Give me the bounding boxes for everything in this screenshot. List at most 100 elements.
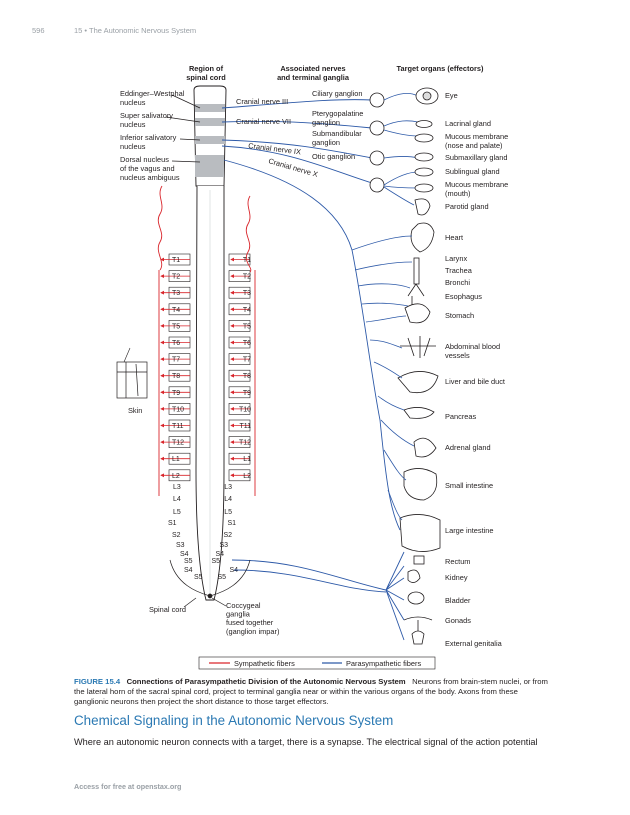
coccygeal-ganglia	[169, 559, 251, 608]
sympathetic-chains	[157, 185, 256, 496]
segment-label: T10	[239, 406, 251, 413]
header-region: Region of	[189, 64, 224, 73]
organ-label: Bladder	[445, 596, 471, 605]
spinal-cord	[195, 185, 225, 601]
ciliary-ganglion-icon	[369, 92, 385, 108]
trachea-icon	[413, 257, 420, 285]
segment-label: T1	[172, 257, 180, 264]
caption-number: FIGURE 15.4	[74, 677, 121, 686]
organ-label: Larynx	[445, 254, 467, 263]
segment-label: T2	[172, 274, 180, 281]
nucleus-band-4	[195, 155, 224, 177]
header-nerves-2: and terminal ganglia	[277, 73, 350, 82]
kidney-icon	[407, 569, 421, 583]
eye-icon	[415, 87, 439, 105]
organ-label: Rectum	[445, 557, 470, 566]
segment-label: S1	[227, 520, 236, 527]
figure-caption: FIGURE 15.4 Connections of Parasympathet…	[74, 677, 554, 708]
small-intestine-icon	[403, 468, 438, 501]
segment-label: T6	[243, 340, 251, 347]
segment-label: T5	[172, 323, 180, 330]
heart-icon	[410, 222, 435, 253]
segment-label: L5	[224, 509, 232, 516]
organ-label: External genitalia	[445, 639, 503, 648]
segment-label: T10	[172, 406, 184, 413]
cranial-nerve-label: Cranial nerve IX	[248, 141, 302, 156]
segment-label: L5	[173, 509, 181, 516]
lacrimal-gland-icon	[415, 120, 433, 128]
organ-label: Adrenal gland	[445, 443, 491, 452]
footer-link[interactable]: Access for free at openstax.org	[74, 782, 182, 791]
organ-label: Esophagus	[445, 292, 482, 301]
target-organ-labels: Eye Lacrinal gland Mucous membrane(nose …	[445, 91, 508, 648]
organ-label: Trachea	[445, 266, 473, 275]
organ-label: Eye	[445, 91, 458, 100]
segment-label: T7	[243, 357, 251, 364]
nose-membrane-icon	[414, 133, 434, 143]
brain-stem	[193, 85, 227, 187]
organ-label: Gonads	[445, 616, 471, 625]
segment-label: T9	[243, 390, 251, 397]
legend: Sympathetic fibers Parasympathetic fiber…	[198, 656, 436, 670]
genitalia-icon	[411, 630, 425, 645]
legend-sympathetic-label: Sympathetic fibers	[234, 659, 295, 668]
segment-label: T4	[172, 307, 180, 314]
segment-label: S5	[194, 574, 203, 581]
submandibular-ganglion-icon	[369, 150, 385, 166]
segment-label: T11	[239, 423, 251, 430]
nucleus-band-2	[195, 118, 225, 126]
segment-label: S5	[211, 558, 220, 565]
chapter-header: 15 • The Autonomic Nervous System	[74, 26, 197, 35]
otic-ganglion-icon	[369, 177, 385, 193]
caption-title: Connections of Parasympathetic Division …	[126, 677, 406, 686]
segment-label: S3	[176, 542, 185, 549]
segment-label: L3	[224, 484, 232, 491]
organ-label: Small intestine	[445, 481, 493, 490]
organ-label: Pancreas	[445, 412, 477, 421]
mouth-membrane-icon	[414, 183, 434, 193]
liver-icon	[397, 371, 439, 394]
segment-label: S1	[168, 520, 177, 527]
segment-label: T4	[243, 307, 251, 314]
cranial-nerve-label: Cranial nerve VII	[236, 117, 291, 126]
organ-label: Lacrinal gland	[445, 119, 491, 128]
segment-label: T5	[243, 323, 251, 330]
caption-text: Neurons from brain-stem nuclei, or from …	[74, 677, 548, 707]
header-targets: Target organs (effectors)	[397, 64, 484, 73]
segment-label: L3	[173, 484, 181, 491]
organ-label: Sublingual gland	[445, 167, 500, 176]
organ-label: Parotid gland	[445, 202, 489, 211]
blood-vessels-icon	[400, 336, 436, 358]
submaxillary-gland-icon	[414, 152, 434, 162]
organ-icons	[397, 87, 441, 645]
organ-label: Mucous membrane(nose and palate)	[445, 132, 508, 150]
segment-label: S4	[229, 567, 238, 574]
segment-label: T7	[172, 357, 180, 364]
cranial-nerve-fibers	[221, 99, 401, 531]
parotid-gland-icon	[414, 198, 431, 216]
header-nerves: Associated nerves	[280, 64, 345, 73]
segment-label: T9	[172, 390, 180, 397]
organ-label: Liver and bile duct	[445, 377, 505, 386]
segment-label: T11	[172, 423, 184, 430]
segment-label: L1	[243, 456, 251, 463]
nucleus-band-1	[195, 104, 225, 112]
ganglion-label: Ciliary ganglion	[312, 89, 363, 98]
organ-label: Large intestine	[445, 526, 493, 535]
segment-label: L4	[224, 496, 232, 503]
segment-label: T8	[243, 373, 251, 380]
segment-label: S4	[215, 551, 224, 558]
organ-label: Bronchi	[445, 278, 470, 287]
parasympathetic-figure: Region of spinal cord Associated nerves …	[116, 64, 508, 670]
organ-label: Mucous membrane(mouth)	[445, 180, 508, 198]
ganglion-label: Otic ganglion	[312, 152, 355, 161]
segment-label: L4	[173, 496, 181, 503]
skin-leader-line	[123, 347, 131, 363]
